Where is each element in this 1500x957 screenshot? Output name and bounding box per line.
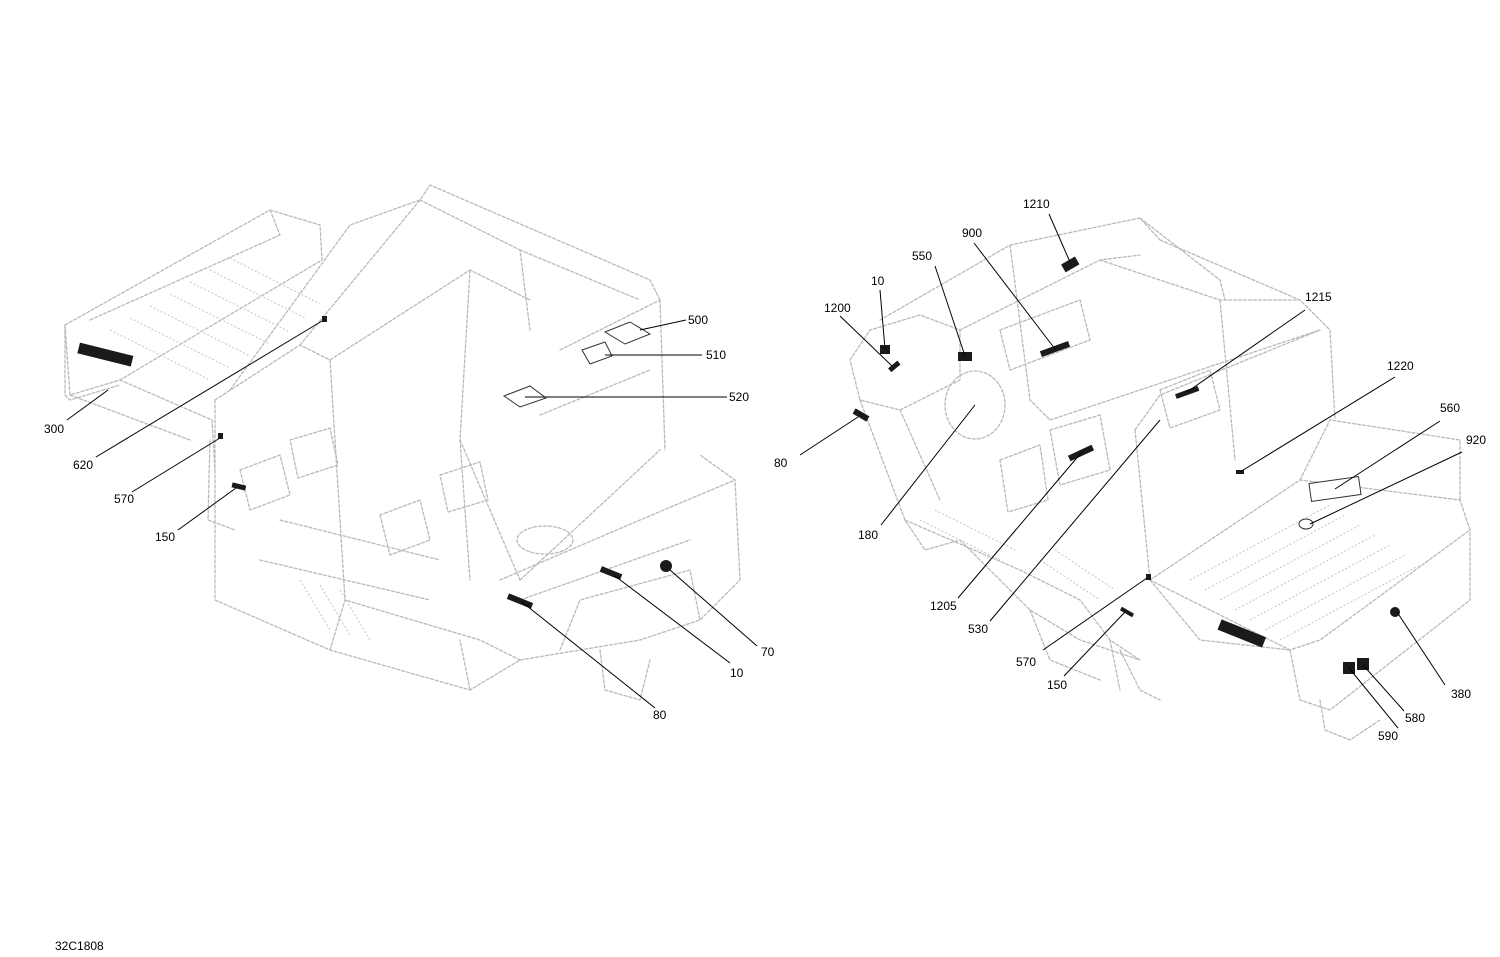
right-leader-lines <box>799 213 1463 729</box>
right-vehicle-view: 1210 900 550 10 1200 1215 1220 560 920 8… <box>774 197 1486 743</box>
callout-500: 500 <box>688 313 708 327</box>
decal-1215 <box>1175 386 1200 399</box>
callout-1210: 1210 <box>1023 197 1050 211</box>
callout-70: 70 <box>761 645 775 659</box>
decal-1200 <box>888 360 901 373</box>
callout-180: 180 <box>858 528 878 542</box>
callout-1200: 1200 <box>824 301 851 315</box>
right-vehicle-decals <box>852 256 1400 674</box>
callout-10: 10 <box>871 274 885 288</box>
callout-590: 590 <box>1378 729 1398 743</box>
callout-900: 900 <box>962 226 982 240</box>
decal-10 <box>599 566 623 580</box>
right-callout-labels: 1210 900 550 10 1200 1215 1220 560 920 8… <box>774 197 1486 743</box>
callout-80: 80 <box>653 708 667 722</box>
decal-70 <box>660 560 672 572</box>
callout-560: 560 <box>1440 401 1460 415</box>
callout-510: 510 <box>706 348 726 362</box>
decal-500 <box>603 321 652 345</box>
decal-80 <box>506 593 534 609</box>
decal-10 <box>880 345 890 354</box>
callout-1220: 1220 <box>1387 359 1414 373</box>
decal-80 <box>852 408 870 422</box>
callout-1205: 1205 <box>930 599 957 613</box>
decal-300-brand-logo <box>77 342 134 367</box>
left-vehicle-decals <box>77 316 672 609</box>
callout-380: 380 <box>1451 687 1471 701</box>
drawing-number: 32C1808 <box>55 939 104 953</box>
left-vehicle-view: 300 620 570 150 500 510 520 70 10 80 <box>44 184 775 722</box>
decal-150 <box>231 482 247 491</box>
decal-570 <box>218 433 223 439</box>
decal-580 <box>1357 658 1369 670</box>
callout-570: 570 <box>1016 655 1036 669</box>
decal-380 <box>1390 607 1400 617</box>
decal-510 <box>581 341 613 365</box>
decal-620 <box>322 316 327 322</box>
right-vehicle-sketch <box>849 217 1471 741</box>
left-leader-lines <box>66 319 758 709</box>
callout-520: 520 <box>729 390 749 404</box>
left-vehicle-sketch <box>64 184 741 701</box>
left-callout-labels: 300 620 570 150 500 510 520 70 10 80 <box>44 313 775 722</box>
decal-brand-logo-rear <box>1217 619 1267 648</box>
callout-530: 530 <box>968 622 988 636</box>
decal-150 <box>1119 606 1135 618</box>
decal-920 <box>1298 518 1314 530</box>
callout-10: 10 <box>730 666 744 680</box>
callout-550: 550 <box>912 249 932 263</box>
callout-920: 920 <box>1466 433 1486 447</box>
callout-300: 300 <box>44 422 64 436</box>
decal-1210 <box>1061 256 1080 273</box>
decal-550 <box>958 352 972 361</box>
callout-580: 580 <box>1405 711 1425 725</box>
decal-570 <box>1146 574 1151 580</box>
callout-620: 620 <box>73 458 93 472</box>
callout-150: 150 <box>1047 678 1067 692</box>
callout-570: 570 <box>114 492 134 506</box>
callout-150: 150 <box>155 530 175 544</box>
callout-80: 80 <box>774 456 788 470</box>
callout-1215: 1215 <box>1305 290 1332 304</box>
